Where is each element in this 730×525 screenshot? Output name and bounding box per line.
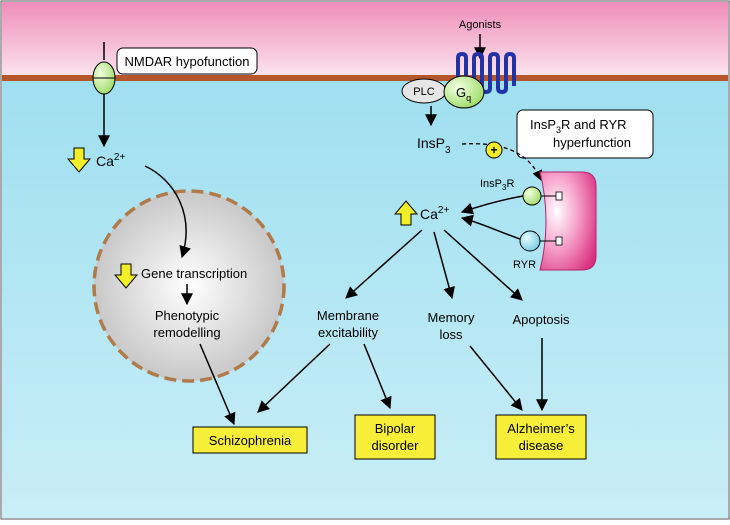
memory-label-line2: loss [439, 327, 463, 342]
membrane-label-line2: excitability [318, 325, 378, 340]
down-arrow-icon [113, 263, 139, 289]
bipolar-label-line1: Bipolar [375, 421, 416, 436]
up-arrow-icon [393, 200, 419, 226]
insp3r-to-ca-arrow [460, 195, 524, 215]
memory-to-alzheimers-arrow [469, 345, 523, 411]
ryr-label: RYR [513, 259, 536, 271]
phenotypic-label-line1: Phenotypic [155, 308, 220, 323]
bipolar-box [354, 414, 436, 460]
down-arrow-icon [66, 147, 92, 173]
agonists-label: Agonists [459, 19, 502, 31]
membrane-label-line1: Membrane [317, 308, 379, 323]
ca-to-memory-arrow [433, 231, 455, 300]
gq-protein [443, 75, 485, 109]
ca-to-gene-arrow [144, 165, 191, 259]
insp3r-label: InsP3R [480, 178, 514, 192]
insp3r-ryr-label-line1: InsP3R and RYR [530, 117, 627, 135]
ca-left-label: Ca2+ [96, 152, 125, 169]
nmdar-hypofunction-label: NMDAR hypofunction [125, 54, 250, 69]
apoptosis-label: Apoptosis [512, 312, 570, 327]
ryr-channel [519, 230, 563, 252]
nmdar-hypofunction-box [116, 47, 258, 75]
gene-transcription-label: Gene transcription [141, 266, 247, 281]
alzheimers-box [495, 414, 587, 460]
ca-right-label: Ca2+ [420, 205, 449, 222]
memory-label-line1: Memory [428, 310, 475, 325]
plc-label: PLC [413, 86, 434, 98]
plus-icon [485, 141, 503, 159]
er-calcium-store [539, 171, 597, 271]
phenotypic-label-line2: remodelling [153, 325, 220, 340]
phenotypic-to-schizophrenia-arrow [199, 343, 236, 426]
ryr-to-ca-arrow [460, 214, 521, 240]
plus-label: + [490, 143, 497, 157]
insp3-label: InsP3 [417, 135, 451, 156]
ca-to-apoptosis-arrow [443, 229, 523, 301]
alzheimers-label-line1: Alzheimer’s [507, 421, 575, 436]
nucleus [92, 189, 286, 383]
gq-label: Gq [456, 85, 471, 103]
nmdar-channel [92, 42, 116, 95]
insp3-to-receptor-dashed-arrow [461, 143, 543, 181]
plasma-membrane [2, 75, 728, 81]
bipolar-label-line2: disorder [372, 438, 420, 453]
alzheimers-label-line2: disease [519, 438, 564, 453]
membrane-to-schizophrenia-arrow [257, 343, 331, 413]
ca-to-membrane-arrow [345, 229, 423, 299]
schizophrenia-box [192, 426, 308, 454]
schizophrenia-label: Schizophrenia [209, 433, 292, 448]
membrane-to-bipolar-arrow [363, 343, 392, 410]
insp3r-ryr-label-line2: hyperfunction [553, 135, 631, 150]
insp3r-ryr-hyperfunction-box [516, 109, 654, 159]
